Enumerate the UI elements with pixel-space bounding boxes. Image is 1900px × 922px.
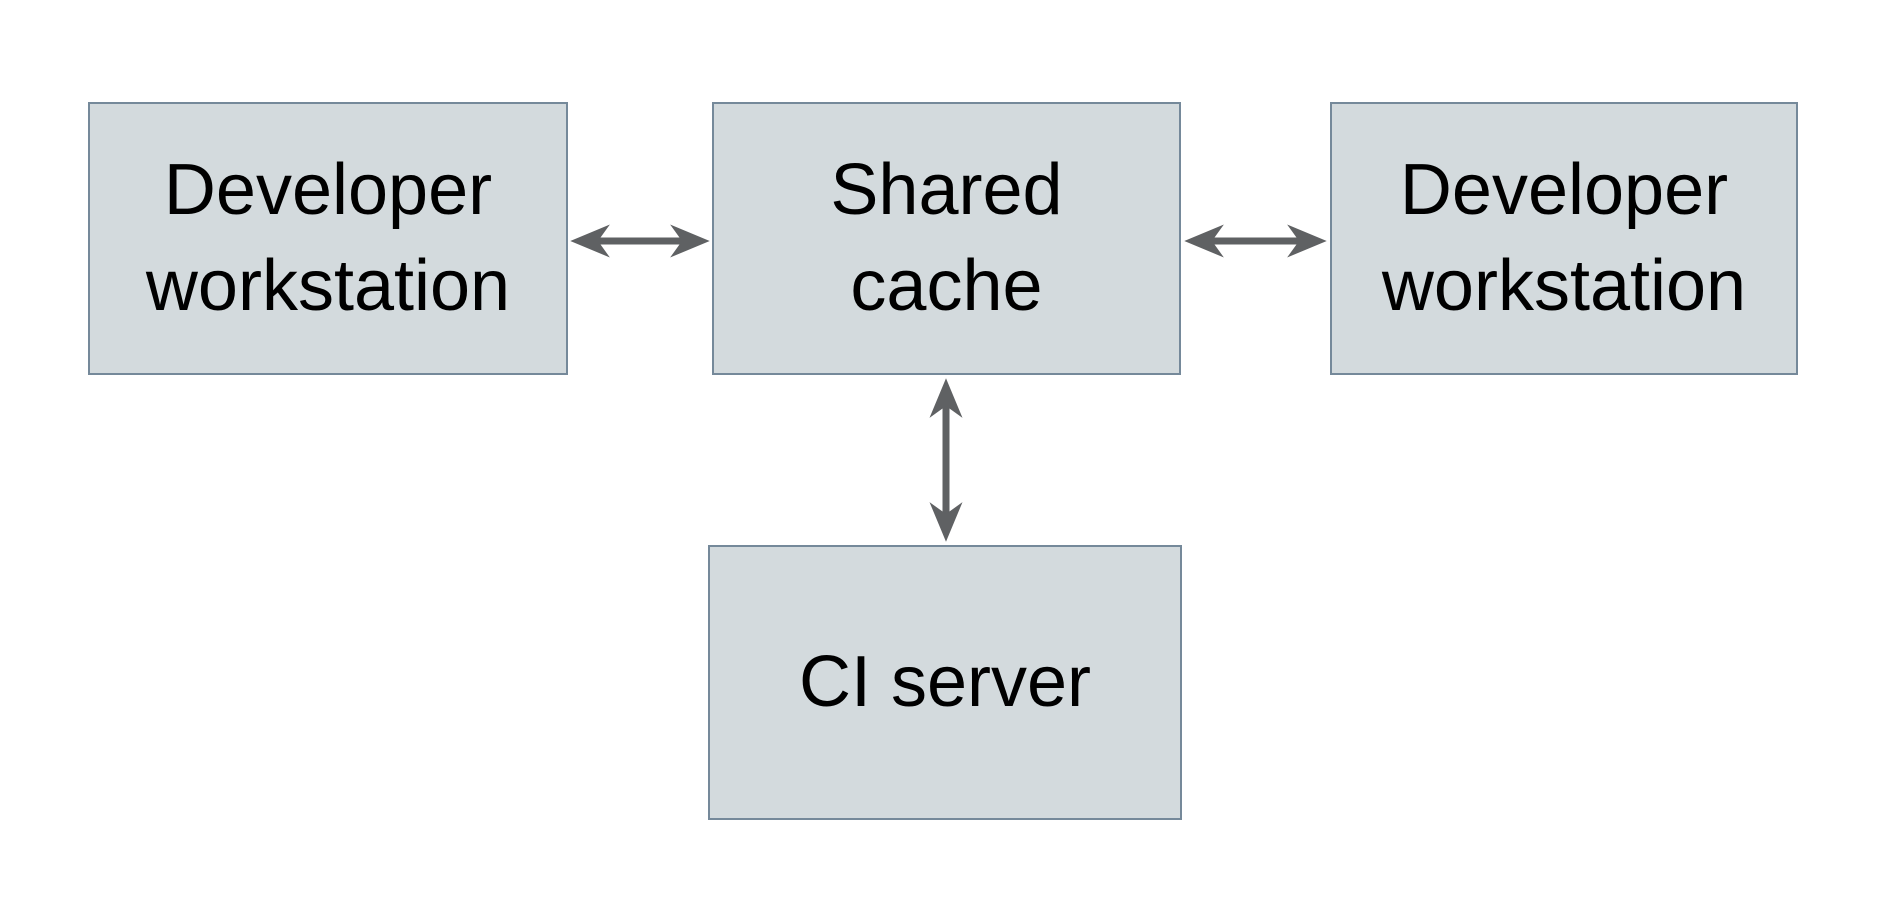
node-label-line: Shared [830,150,1063,231]
node-label-line: Developer [1399,150,1729,231]
node-ci-server: CI server [708,545,1182,820]
node-label-line: workstation [1381,245,1747,326]
node-developer-workstation-right: Developer workstation [1330,102,1798,375]
node-label-line: CI server [798,641,1092,722]
node-label-line: workstation [145,245,511,326]
node-shared-cache: Shared cache [712,102,1181,375]
node-developer-workstation-left: Developer workstation [88,102,568,375]
node-label-line: cache [850,245,1043,326]
node-label-line: Developer [163,150,493,231]
